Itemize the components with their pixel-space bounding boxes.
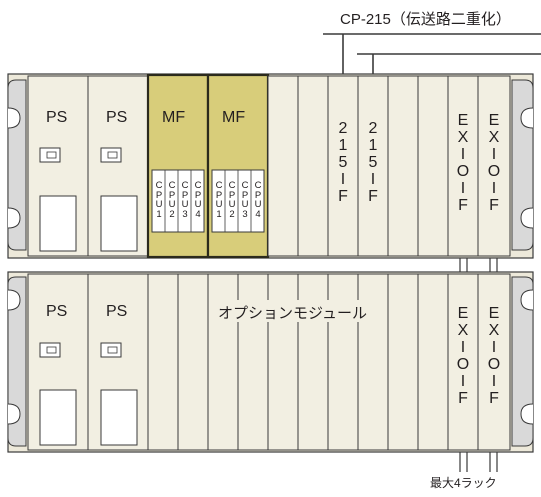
option-slot (177, 273, 209, 451)
exio-cables-expansion (459, 452, 498, 472)
exio-if-slot (447, 75, 479, 257)
ps-label: PS (106, 109, 128, 126)
rack-bottom-left-notch-2 (7, 403, 21, 425)
rack-top (7, 73, 534, 259)
rack-bottom-left-notch-1 (7, 289, 21, 311)
rack-bottom-right-bracket (511, 276, 534, 447)
cp215-if-label: 2 1 5 I F (368, 120, 378, 205)
rack-bottom-right-notch-2 (520, 403, 534, 425)
max-racks-label: 最大4ラック (430, 476, 497, 490)
cpu-card-label: C P U 4 (194, 180, 202, 220)
cpu-card-label: C P U 2 (228, 180, 236, 220)
rack-top-left-notch-1 (7, 107, 21, 129)
cp215-if-slot (327, 75, 359, 257)
rack-top-right-notch-2 (520, 207, 534, 229)
cp215-if-label: 2 1 5 I F (338, 120, 348, 205)
empty-slot (297, 75, 329, 257)
rack-bottom-left-bracket (7, 276, 27, 447)
exio-if-slot (477, 273, 511, 451)
rack-top-right-notch-1 (520, 107, 534, 129)
ps-label: PS (46, 109, 68, 126)
cp215-network-lines (323, 33, 541, 74)
empty-slot (267, 75, 299, 257)
ps-switch-lever (46, 151, 57, 159)
exio-if-slot (477, 75, 511, 257)
ps-panel-window (39, 389, 77, 446)
cpu-card-label: C P U 4 (254, 180, 262, 220)
empty-slot (387, 75, 419, 257)
empty-slot (417, 75, 449, 257)
exio-if-slot (447, 273, 479, 451)
rack-bottom-right-notch-1 (520, 289, 534, 311)
cpu-card-label: C P U 2 (168, 180, 176, 220)
exio-if-label: E X I O I F (456, 305, 470, 407)
cp215-if-slot (357, 75, 389, 257)
mf-label: MF (222, 109, 246, 126)
cpu-card-label: C P U 1 (215, 180, 223, 220)
exio-if-label: E X I O I F (487, 112, 501, 214)
cpu-card-label: C P U 1 (155, 180, 163, 220)
mf-label: MF (162, 109, 186, 126)
cpu-card-label: C P U 3 (241, 180, 249, 220)
network-label: CP-215（伝送路二重化） (340, 11, 511, 28)
ps-label: PS (106, 303, 128, 320)
option-slot (387, 273, 419, 451)
exio-if-label: E X I O I F (456, 112, 470, 214)
exio-cables-between-racks (459, 258, 498, 272)
option-label-bg (214, 300, 384, 322)
rack-bottom (7, 271, 534, 453)
option-slot (147, 273, 179, 451)
ps-panel-window (100, 195, 138, 252)
rack-top-left-notch-2 (7, 207, 21, 229)
option-module-label: オプションモジュール (218, 305, 367, 322)
ps-panel-window (100, 389, 138, 446)
ps-label: PS (46, 303, 68, 320)
ps-switch-lever (46, 346, 57, 354)
ps-switch-lever (107, 151, 118, 159)
ps-switch-lever (107, 346, 118, 354)
ps-panel-window (39, 195, 77, 252)
exio-if-label: E X I O I F (487, 305, 501, 407)
option-slot (417, 273, 449, 451)
cpu-card-label: C P U 3 (181, 180, 189, 220)
